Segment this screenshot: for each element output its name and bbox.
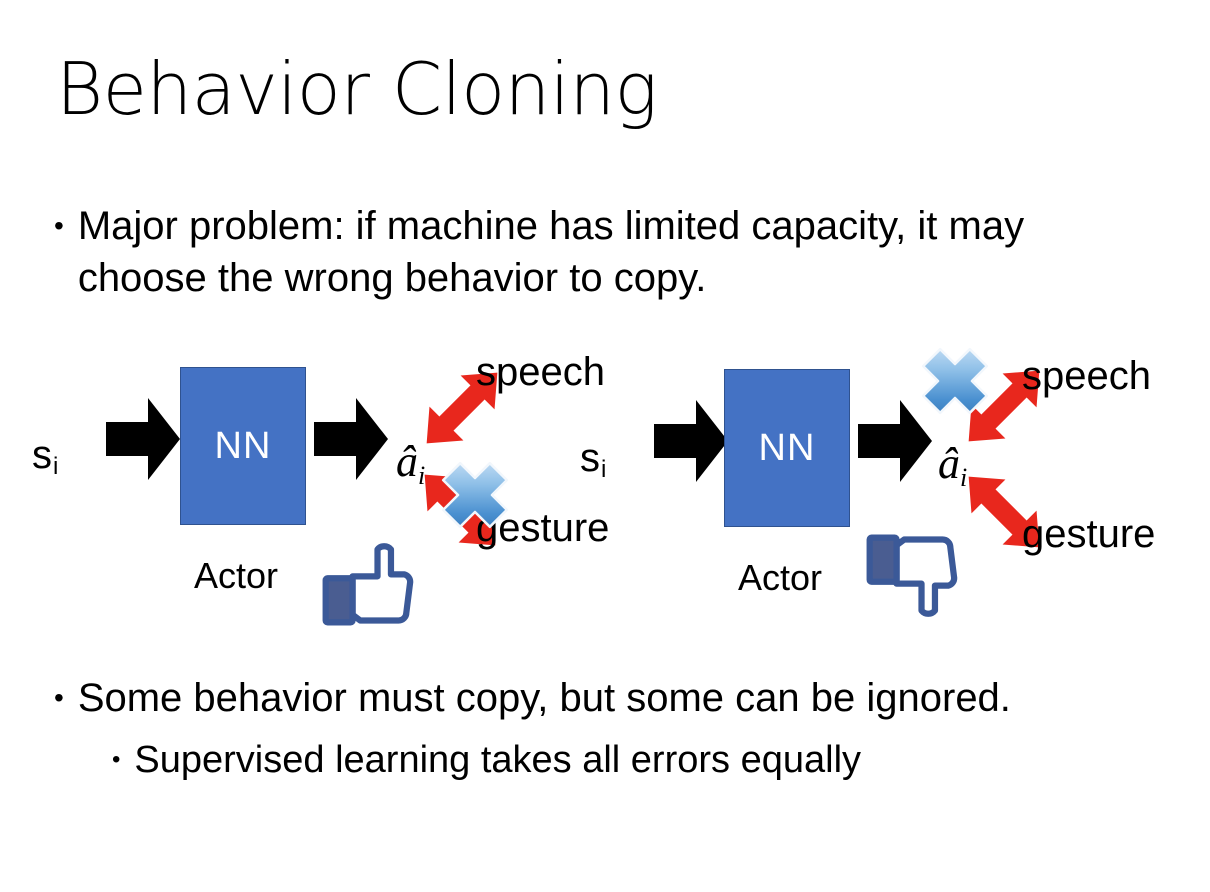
cross-out-icon-gesture [438,458,512,532]
diagram-right: si NN Actor âi speech [562,340,1156,640]
bullet-text: Major problem: if machine has limited ca… [77,204,1025,300]
input-state-label: si [32,433,59,480]
input-arrow-icon [654,400,728,482]
actor-caption: Actor [194,555,279,596]
thumbs-up-icon [318,536,414,632]
neural-network-label: NN [758,426,816,469]
branch-arrow-speech [402,348,522,468]
bullet-item-supervised-learning: • Supervised learning takes all errors e… [112,734,1172,786]
cross-out-icon-speech [918,344,992,418]
neural-network-box: NN [724,369,850,527]
output-arrow-icon [314,398,388,480]
bullet-text: Supervised learning takes all errors equ… [134,739,862,781]
output-action-label: âi [396,437,426,491]
bullet-item-major-problem: • Major problem: if machine has limited … [54,200,1134,304]
bullet-item-some-behavior: • Some behavior must copy, but some can … [54,672,1174,724]
branch-label-speech: speech [1022,354,1151,398]
branch-label-gesture: gesture [1022,512,1156,556]
actor-caption: Actor [738,557,823,598]
a-hat-symbol: â [396,437,418,486]
input-state-label: si [580,436,607,483]
neural-network-label: NN [214,424,272,467]
bullet-marker-icon: • [54,682,64,713]
output-arrow-icon [858,400,932,482]
a-hat-symbol: â [938,439,960,488]
bullet-marker-icon: • [54,210,64,241]
thumbs-down-icon [862,528,958,624]
output-action-label: âi [938,439,968,493]
branch-label-speech: speech [476,350,605,394]
input-arrow-icon [106,398,180,480]
neural-network-box: NN [180,367,306,525]
bullet-text: Some behavior must copy, but some can be… [77,676,1011,720]
bullet-marker-icon: • [112,746,121,773]
branch-arrow-gesture [944,452,1064,572]
branch-arrow-speech [944,346,1064,466]
page-title: Behavior Cloning [56,47,658,131]
diagram-left: si NN Actor âi [14,340,609,640]
